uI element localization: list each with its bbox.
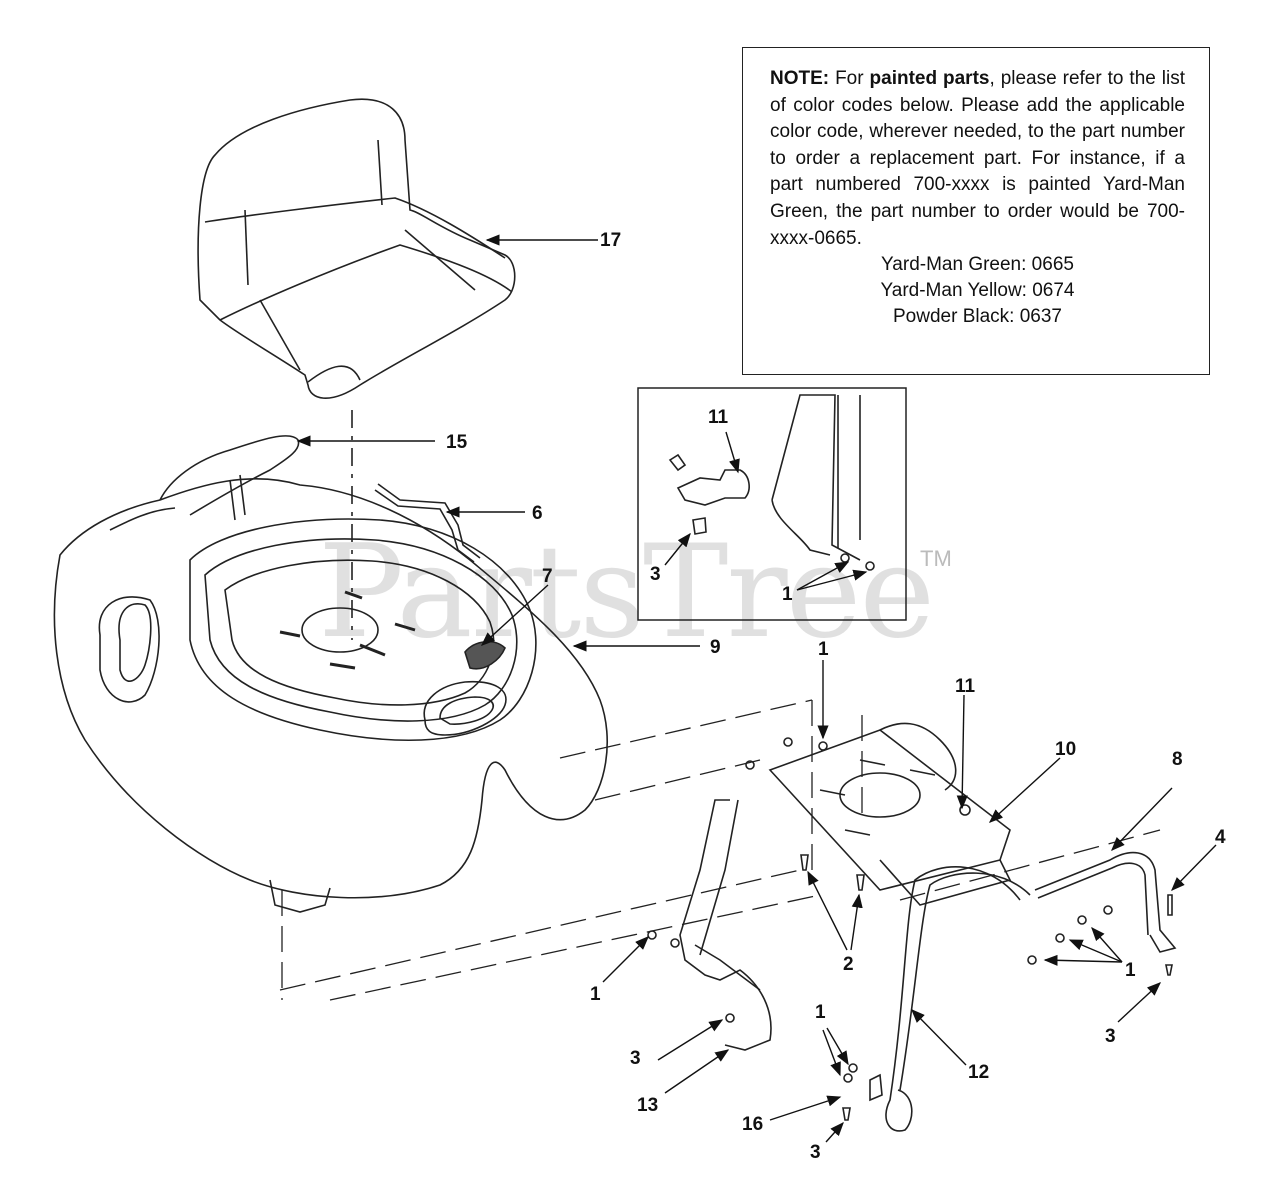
hardware-fasteners [647, 737, 1173, 1121]
seat-cushion [197, 98, 516, 399]
callout-8: 8 [1172, 749, 1183, 770]
callout-7: 7 [542, 566, 553, 587]
color-code-black: Powder Black: 0637 [893, 306, 1062, 328]
callout-3-bottom: 3 [810, 1142, 821, 1163]
callout-10: 10 [1055, 739, 1076, 760]
note-paragraph: NOTE: For painted parts, please refer to… [770, 66, 1185, 252]
inset-callout-3: 3 [650, 564, 661, 585]
seat-mount-plate [768, 722, 1012, 906]
callout-11: 11 [955, 676, 976, 697]
note-box: NOTE: For painted parts, please refer to… [742, 47, 1210, 375]
callout-15: 15 [446, 432, 468, 453]
callout-6: 6 [532, 503, 543, 524]
callout-1-right: 1 [1125, 960, 1136, 981]
left-bracket [679, 799, 772, 1051]
callout-4: 4 [1215, 827, 1226, 848]
color-code-yellow: Yard-Man Yellow: 0674 [880, 280, 1075, 302]
callout-9: 9 [710, 637, 721, 658]
note-bold-painted-parts: painted parts [869, 68, 990, 89]
note-text-1: For [835, 68, 864, 89]
explosion-guide-lines [279, 699, 1161, 1001]
callout-labels: 17 15 6 7 9 11 3 1 1 11 10 8 4 2 1 1 3 3… [446, 230, 1226, 1163]
callout-12: 12 [968, 1062, 989, 1083]
callout-1-bottom: 1 [815, 1002, 826, 1023]
inset-callout-11: 11 [708, 407, 729, 428]
right-support-bracket [869, 866, 1031, 1132]
note-label: NOTE: [770, 68, 830, 89]
rear-support-bar [1034, 851, 1177, 953]
leader-arrows [296, 234, 1217, 1143]
callout-17: 17 [600, 230, 621, 251]
trademark-symbol: TM [920, 546, 952, 571]
color-code-list: Yard-Man Green: 0665 Yard-Man Yellow: 06… [770, 252, 1185, 330]
note-text-2: , please refer to the list of color code… [770, 68, 1186, 249]
callout-3-right: 3 [1105, 1026, 1116, 1047]
callout-1-top: 1 [818, 639, 829, 660]
inset-callout-1: 1 [782, 584, 793, 605]
callout-13: 13 [637, 1095, 658, 1116]
callout-3-left: 3 [630, 1048, 641, 1069]
callout-2: 2 [843, 954, 854, 975]
inset-bracket-detail [668, 394, 875, 571]
detail-inset-frame [637, 387, 907, 621]
callout-16: 16 [742, 1114, 763, 1135]
callout-1-left: 1 [590, 984, 601, 1005]
color-code-green: Yard-Man Green: 0665 [881, 254, 1074, 276]
seat-latch [464, 640, 506, 670]
